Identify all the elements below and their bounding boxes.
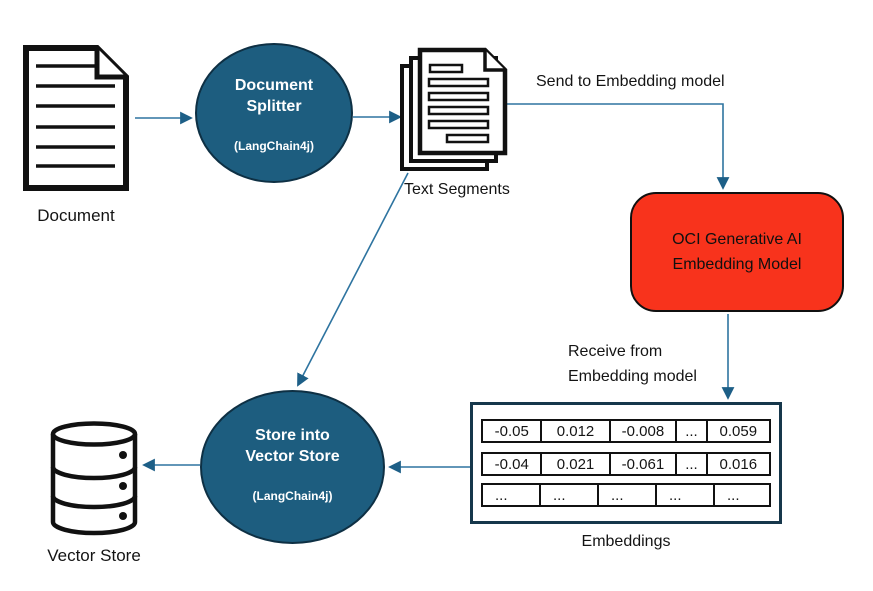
embedding-cell: ... bbox=[597, 483, 655, 507]
embeddings-table: -0.05 0.012 -0.008 ... 0.059 -0.04 0.021… bbox=[470, 402, 782, 524]
document-icon bbox=[23, 45, 129, 191]
embedding-cell: 0.059 bbox=[705, 419, 771, 443]
embeddings-row-2: -0.04 0.021 -0.061 ... 0.016 bbox=[481, 452, 771, 476]
vector-store-label: Vector Store bbox=[47, 546, 141, 565]
embedding-cell: 0.016 bbox=[705, 452, 771, 476]
arrow-segments-to-store bbox=[297, 172, 409, 387]
document-splitter-title-line2: Splitter bbox=[246, 98, 302, 115]
document-splitter-node: Document Splitter (LangChain4j) bbox=[195, 43, 353, 183]
oci-embedding-model-line2: Embedding Model bbox=[672, 256, 802, 273]
embedding-cell: ... bbox=[675, 419, 706, 443]
embeddings-row-1: -0.05 0.012 -0.008 ... 0.059 bbox=[481, 419, 771, 443]
embedding-cell: ... bbox=[481, 483, 539, 507]
embedding-cell: -0.04 bbox=[481, 452, 541, 476]
database-icon bbox=[50, 421, 138, 536]
arrow-segments-to-embedding-model bbox=[507, 103, 730, 190]
embedding-cell: ... bbox=[655, 483, 713, 507]
store-vector-node: Store into Vector Store (LangChain4j) bbox=[200, 390, 385, 544]
embedding-cell: ... bbox=[713, 483, 771, 507]
receive-from-embedding-label: Receive from Embedding model bbox=[568, 339, 697, 389]
embeddings-row-3: ... ... ... ... ... bbox=[481, 483, 771, 507]
send-to-embedding-label: Send to Embedding model bbox=[536, 73, 725, 90]
embedding-cell: -0.05 bbox=[481, 419, 541, 443]
document-label: Document bbox=[37, 206, 115, 225]
receive-label-line1: Receive from bbox=[568, 343, 663, 360]
embedding-cell: ... bbox=[539, 483, 597, 507]
embedding-cell: -0.061 bbox=[608, 452, 676, 476]
embedding-cell: ... bbox=[675, 452, 706, 476]
text-segments-label: Text Segments bbox=[404, 181, 510, 198]
oci-embedding-model-line1: OCI Generative AI bbox=[672, 231, 802, 248]
store-vector-subtitle: (LangChain4j) bbox=[252, 489, 333, 503]
oci-embedding-model-node: OCI Generative AI Embedding Model bbox=[630, 192, 844, 312]
store-vector-title-line1: Store into bbox=[255, 427, 330, 444]
embedding-cell: -0.008 bbox=[608, 419, 676, 443]
embedding-cell: 0.012 bbox=[540, 419, 609, 443]
document-splitter-title-line1: Document bbox=[234, 77, 314, 94]
receive-label-line2: Embedding model bbox=[568, 368, 697, 385]
text-segments-icon bbox=[400, 47, 508, 171]
embeddings-label: Embeddings bbox=[581, 533, 671, 550]
store-vector-title-line2: Vector Store bbox=[245, 448, 340, 465]
document-splitter-subtitle: (LangChain4j) bbox=[234, 139, 314, 153]
embedding-cell: 0.021 bbox=[540, 452, 609, 476]
